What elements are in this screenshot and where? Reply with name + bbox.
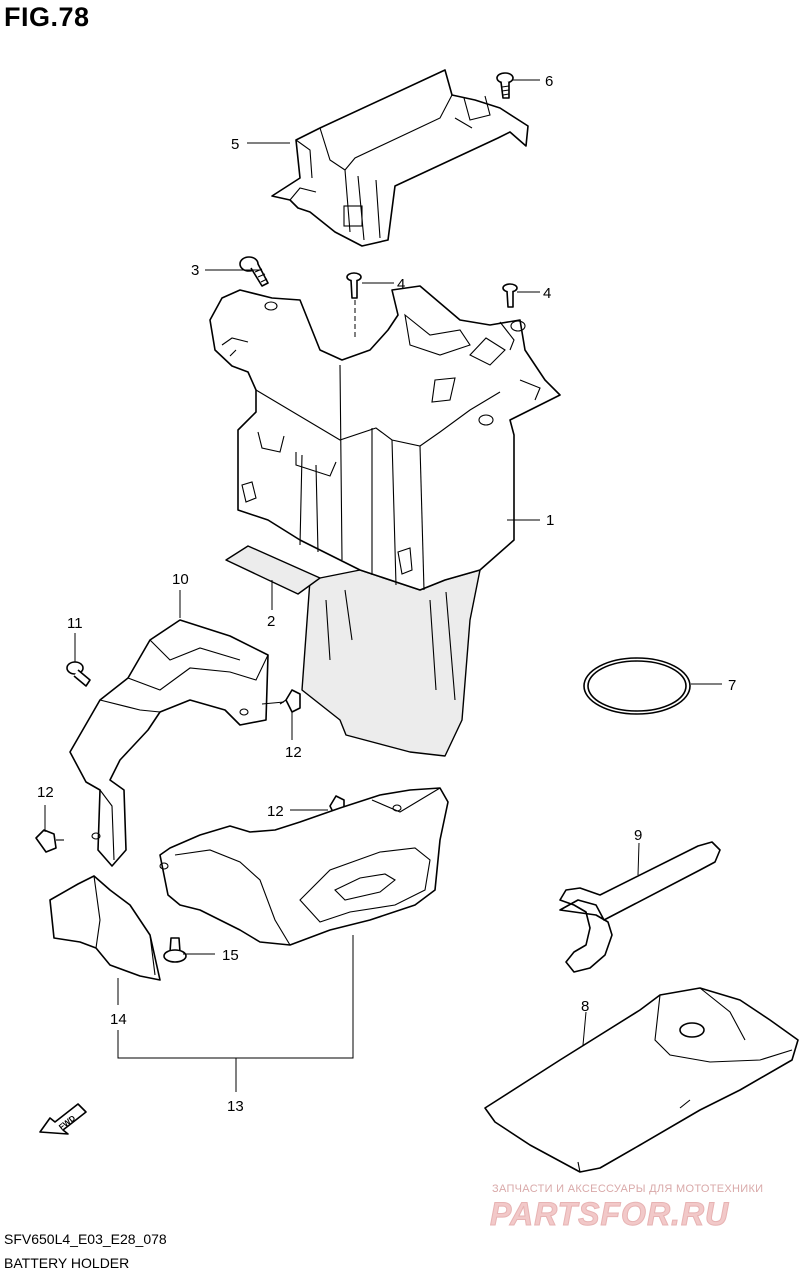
callout-labels: 1 2 3 4 4 5 6 7 8 9 10 11 12 12 12 13 14…	[37, 73, 736, 1115]
part-10-cover	[69, 619, 269, 867]
part-6-screw	[496, 72, 514, 99]
callout-9: 9	[634, 827, 642, 844]
callout-10: 10	[172, 571, 189, 588]
part-11-bolt	[66, 661, 91, 687]
part-12-clip-a	[279, 689, 301, 713]
part-14-side-cover	[49, 875, 161, 981]
part-5-upper-bracket	[271, 69, 529, 247]
callout-12-a: 12	[285, 744, 302, 761]
figure-title: FIG.78	[4, 2, 90, 32]
callout-2: 2	[267, 613, 275, 630]
callout-3: 3	[191, 262, 199, 279]
callout-5: 5	[231, 136, 239, 153]
part-2-pad	[225, 545, 321, 595]
part-9-spanner	[559, 841, 721, 973]
callout-8: 8	[581, 998, 589, 1015]
part-3-bolt	[239, 256, 269, 287]
watermark-logo: PARTSFOR.RU	[489, 1196, 730, 1233]
callout-4-right: 4	[543, 285, 551, 302]
callout-13: 13	[227, 1098, 244, 1115]
part-7-band	[583, 657, 691, 715]
callout-11: 11	[67, 615, 83, 632]
callout-15: 15	[222, 947, 239, 964]
callout-4-left: 4	[397, 276, 405, 293]
figure-name: BATTERY HOLDER	[4, 1255, 130, 1271]
watermark-tagline: ЗАПЧАСТИ И АКСЕССУАРЫ ДЛЯ МОТОТЕХНИКИ	[492, 1183, 764, 1195]
part-4-screw-right	[502, 283, 518, 308]
callout-14: 14	[110, 1011, 127, 1028]
fwd-arrow: FWD	[39, 1103, 87, 1135]
part-15-bolt	[163, 937, 187, 963]
part-13-lower-cover	[159, 787, 449, 946]
part-12-clip-b	[35, 829, 64, 853]
figure-code: SFV650L4_E03_E28_078	[4, 1231, 167, 1247]
part-8-tool-bag	[484, 987, 799, 1173]
part-4-screw-left	[346, 272, 362, 340]
callout-1: 1	[546, 512, 554, 529]
part-1-battery-holder	[209, 285, 561, 757]
callout-7: 7	[728, 677, 736, 694]
callout-12-b: 12	[37, 784, 54, 801]
callout-12-c: 12	[267, 803, 284, 820]
callout-6: 6	[545, 73, 553, 90]
leader-lines	[44, 79, 722, 1092]
